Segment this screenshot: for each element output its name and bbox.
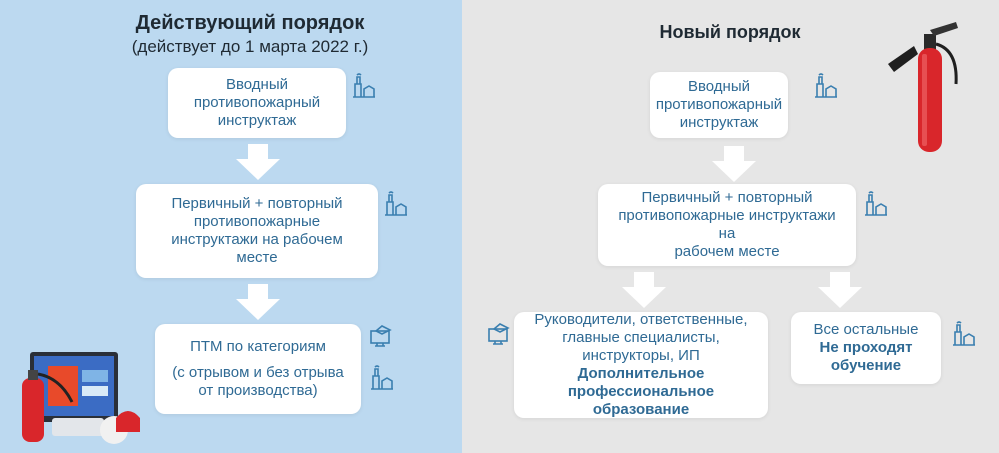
box-line: рабочем месте (674, 243, 780, 260)
current-procedure-subtitle: (действует до 1 марта 2022 г.) (131, 37, 369, 56)
box-line: ПТМ по категориям (190, 338, 326, 355)
left-primary-repeat-box: Первичный + повторный противопожарные ин… (136, 184, 378, 278)
managers-box: Руководители, ответственные, главные спе… (514, 311, 768, 418)
factory-icon (953, 321, 975, 346)
box-line: Все остальные (813, 321, 919, 338)
box-line: обучение (830, 357, 902, 374)
others-box: Все остальные Не проходят обучение (791, 312, 941, 384)
box-line: главные специалисты, (562, 329, 720, 346)
down-arrow (236, 284, 280, 320)
left-ptm-box: ПТМ по категориям (с отрывом и без отрыв… (155, 324, 361, 414)
box-line: Вводный (225, 76, 288, 93)
box-line: Не проходят (819, 339, 913, 356)
current-procedure-heading: Действующий порядок (действует до 1 март… (60, 12, 440, 57)
box-line: Руководители, ответственные, (534, 311, 748, 328)
box-line: профессиональное образование (567, 383, 715, 418)
down-arrow (818, 272, 862, 308)
box-line: противопожарные инструктажи на (618, 207, 836, 242)
new-procedure-heading: Новый порядок (620, 22, 840, 43)
right-primary-repeat-box: Первичный + повторный противопожарные ин… (598, 184, 856, 266)
box-line: инструктажи на рабочем (171, 231, 343, 248)
down-arrow (622, 272, 666, 308)
box-line: инструкторы, ИП (582, 347, 700, 364)
current-procedure-title: Действующий порядок (135, 12, 365, 34)
factory-icon (385, 191, 407, 216)
box-line: Первичный + повторный (171, 195, 343, 212)
fire-safety-equipment (22, 352, 140, 444)
fire-extinguisher (888, 22, 958, 152)
new-procedure-title: Новый порядок (659, 22, 801, 42)
box-line: Вводный (687, 78, 750, 95)
box-line: противопожарный (655, 96, 783, 113)
box-line: месте (236, 249, 278, 266)
computer-icon (488, 323, 510, 345)
down-arrow (712, 146, 756, 182)
box-line: от производства) (198, 382, 318, 399)
factory-icon (371, 365, 393, 390)
box-line: инструктаж (679, 114, 759, 131)
box-line: (с отрывом и без отрыва (172, 364, 344, 381)
left-induction-box: Вводный противопожарный инструктаж (168, 68, 346, 138)
computer-icon (370, 325, 392, 347)
box-line: Дополнительное (577, 365, 705, 382)
box-line: противопожарный (193, 94, 321, 111)
factory-icon (353, 73, 375, 98)
down-arrow (236, 144, 280, 180)
factory-icon (865, 191, 887, 216)
box-line: Первичный + повторный (641, 189, 813, 206)
factory-icon (815, 73, 837, 98)
right-induction-box: Вводный противопожарный инструктаж (650, 72, 788, 138)
box-line: инструктаж (217, 112, 297, 129)
box-line: противопожарные (193, 213, 321, 230)
